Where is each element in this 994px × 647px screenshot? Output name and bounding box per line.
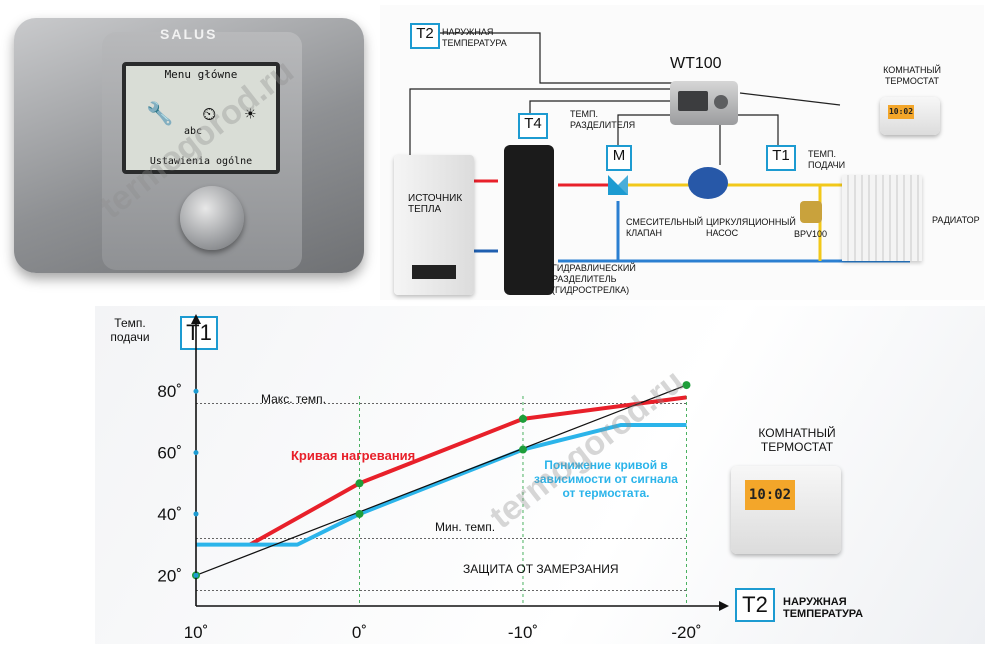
mixing-valve-label: СМЕСИТЕЛЬНЫЙ КЛАПАН [626, 217, 704, 238]
room-thermostat-device: 10:02 [880, 97, 940, 135]
heating-curve-line [248, 395, 687, 547]
thermostat-display: 10:02 [888, 105, 914, 119]
bpv-valve [800, 201, 822, 223]
controller-screen: Menu główne 🔧 ⏲ ☀ abc Ustawienia ogólne [122, 62, 280, 174]
chart-room-thermostat-device: 10:02 [731, 466, 841, 554]
circ-pump-label: ЦИРКУЛЯЦИОННЫЙ НАСОС [706, 217, 796, 238]
chart-room-thermostat-label: КОМНАТНЫЙ ТЕРМОСТАТ [758, 426, 836, 454]
chart-plot: 20˚ 40˚ 60˚ 80˚ 10˚ 0˚ -10˚ -20˚ [157, 314, 729, 642]
wire-t1 [730, 114, 779, 145]
data-point [355, 509, 364, 518]
data-point [682, 381, 691, 390]
boiler [394, 155, 474, 295]
clock-settings-icon: ⏲ [202, 103, 217, 125]
screen-title: Menu główne [164, 68, 238, 81]
t1-sensor-tag: T1 [766, 145, 796, 171]
y-tick-label: 60˚ [157, 444, 182, 463]
chart-thermostat-display: 10:02 [745, 480, 795, 510]
x-axis-label: НАРУЖНАЯ ТЕМПЕРАТУРА [783, 596, 864, 620]
heat-source-label: ИСТОЧНИК ТЕПЛА [408, 193, 463, 215]
t2-sensor-tag: T2 [410, 23, 440, 49]
y-tick-dot [193, 511, 199, 517]
hydraulic-separator [504, 145, 554, 295]
min-temp-label: Мин. темп. [435, 520, 496, 534]
controller-brand-logo: SALUS [160, 26, 218, 42]
screen-icons: 🔧 ⏲ ☀ [132, 84, 270, 144]
t4-label: ТЕМП. РАЗДЕЛИТЕЛЯ [570, 109, 636, 130]
heating-curve-chart: T1 Темп. подачи T2 НАРУЖНАЯ ТЕМПЕРАТУРА … [95, 306, 985, 644]
sun-snow-icon: ☀ [244, 103, 256, 125]
wire-t4 [529, 100, 680, 115]
x-tick-label: 10˚ [184, 623, 209, 642]
y-axis-label: Темп. подачи [110, 316, 150, 344]
x-tick-label: -20˚ [671, 623, 701, 642]
data-point [518, 445, 527, 454]
circulation-pump [688, 167, 728, 199]
heating-curve-label: Кривая нагревания [291, 448, 416, 463]
radiator-label: РАДИАТОР [932, 215, 980, 225]
screen-footer: Ustawienia ogólne [149, 156, 253, 167]
tools-icon: 🔧 [146, 101, 174, 127]
lowered-curve-line [196, 422, 687, 547]
t1-label: ТЕМП. ПОДАЧИ [808, 149, 846, 170]
max-temp-label: Макс. темп. [261, 392, 326, 406]
frost-protection-label: ЗАЩИТА ОТ ЗАМЕРЗАНИЯ [463, 562, 619, 576]
heating-schematic: T2 НАРУЖНАЯ ТЕМПЕРАТУРА WT100 КОМНАТНЫЙ … [380, 5, 984, 300]
wire-t2 [424, 32, 672, 84]
x-tick-label: -10˚ [508, 623, 538, 642]
controller-photo: SALUS Menu główne 🔧 ⏲ ☀ abc Ustawienia o… [0, 0, 378, 285]
schematic-lines [409, 32, 910, 263]
x-axis-arrow [719, 601, 729, 611]
wt100-label: WT100 [670, 55, 722, 72]
data-point [518, 414, 527, 423]
t2-axis-tag: T2 [735, 588, 775, 622]
t4-sensor-tag: T4 [518, 113, 548, 139]
y-tick-label: 40˚ [157, 505, 182, 524]
hydraulic-separator-label: ГИДРАВЛИЧЕСКИЙ РАЗДЕЛИТЕЛЬ (ГИДРОСТРЕЛКА… [552, 263, 636, 295]
language-icon-text: abc [184, 126, 203, 137]
y-tick-dot [193, 450, 199, 456]
diagonal-line [195, 384, 687, 576]
room-thermostat-label: КОМНАТНЫЙ ТЕРМОСТАТ [883, 65, 941, 86]
y-tick-dot [193, 572, 199, 578]
lowered-curve-label: Понижение кривой в зависимости от сигнал… [534, 458, 678, 500]
y-tick-label: 20˚ [157, 566, 182, 585]
mixer-motor-tag: M [606, 145, 632, 171]
x-tick-label: 0˚ [352, 623, 367, 642]
y-tick-label: 80˚ [157, 382, 182, 401]
wire-m [617, 114, 680, 145]
data-point [355, 479, 364, 488]
controller-knob [180, 186, 244, 250]
wt100-device [670, 81, 738, 125]
y-axis-arrow [191, 314, 201, 324]
wire-thermostat [739, 92, 841, 106]
wire-source [409, 88, 672, 155]
t2-label: НАРУЖНАЯ ТЕМПЕРАТУРА [442, 27, 507, 48]
bpv-label: BPV100 [794, 229, 828, 239]
radiator [842, 175, 922, 261]
y-tick-dot [193, 388, 199, 394]
